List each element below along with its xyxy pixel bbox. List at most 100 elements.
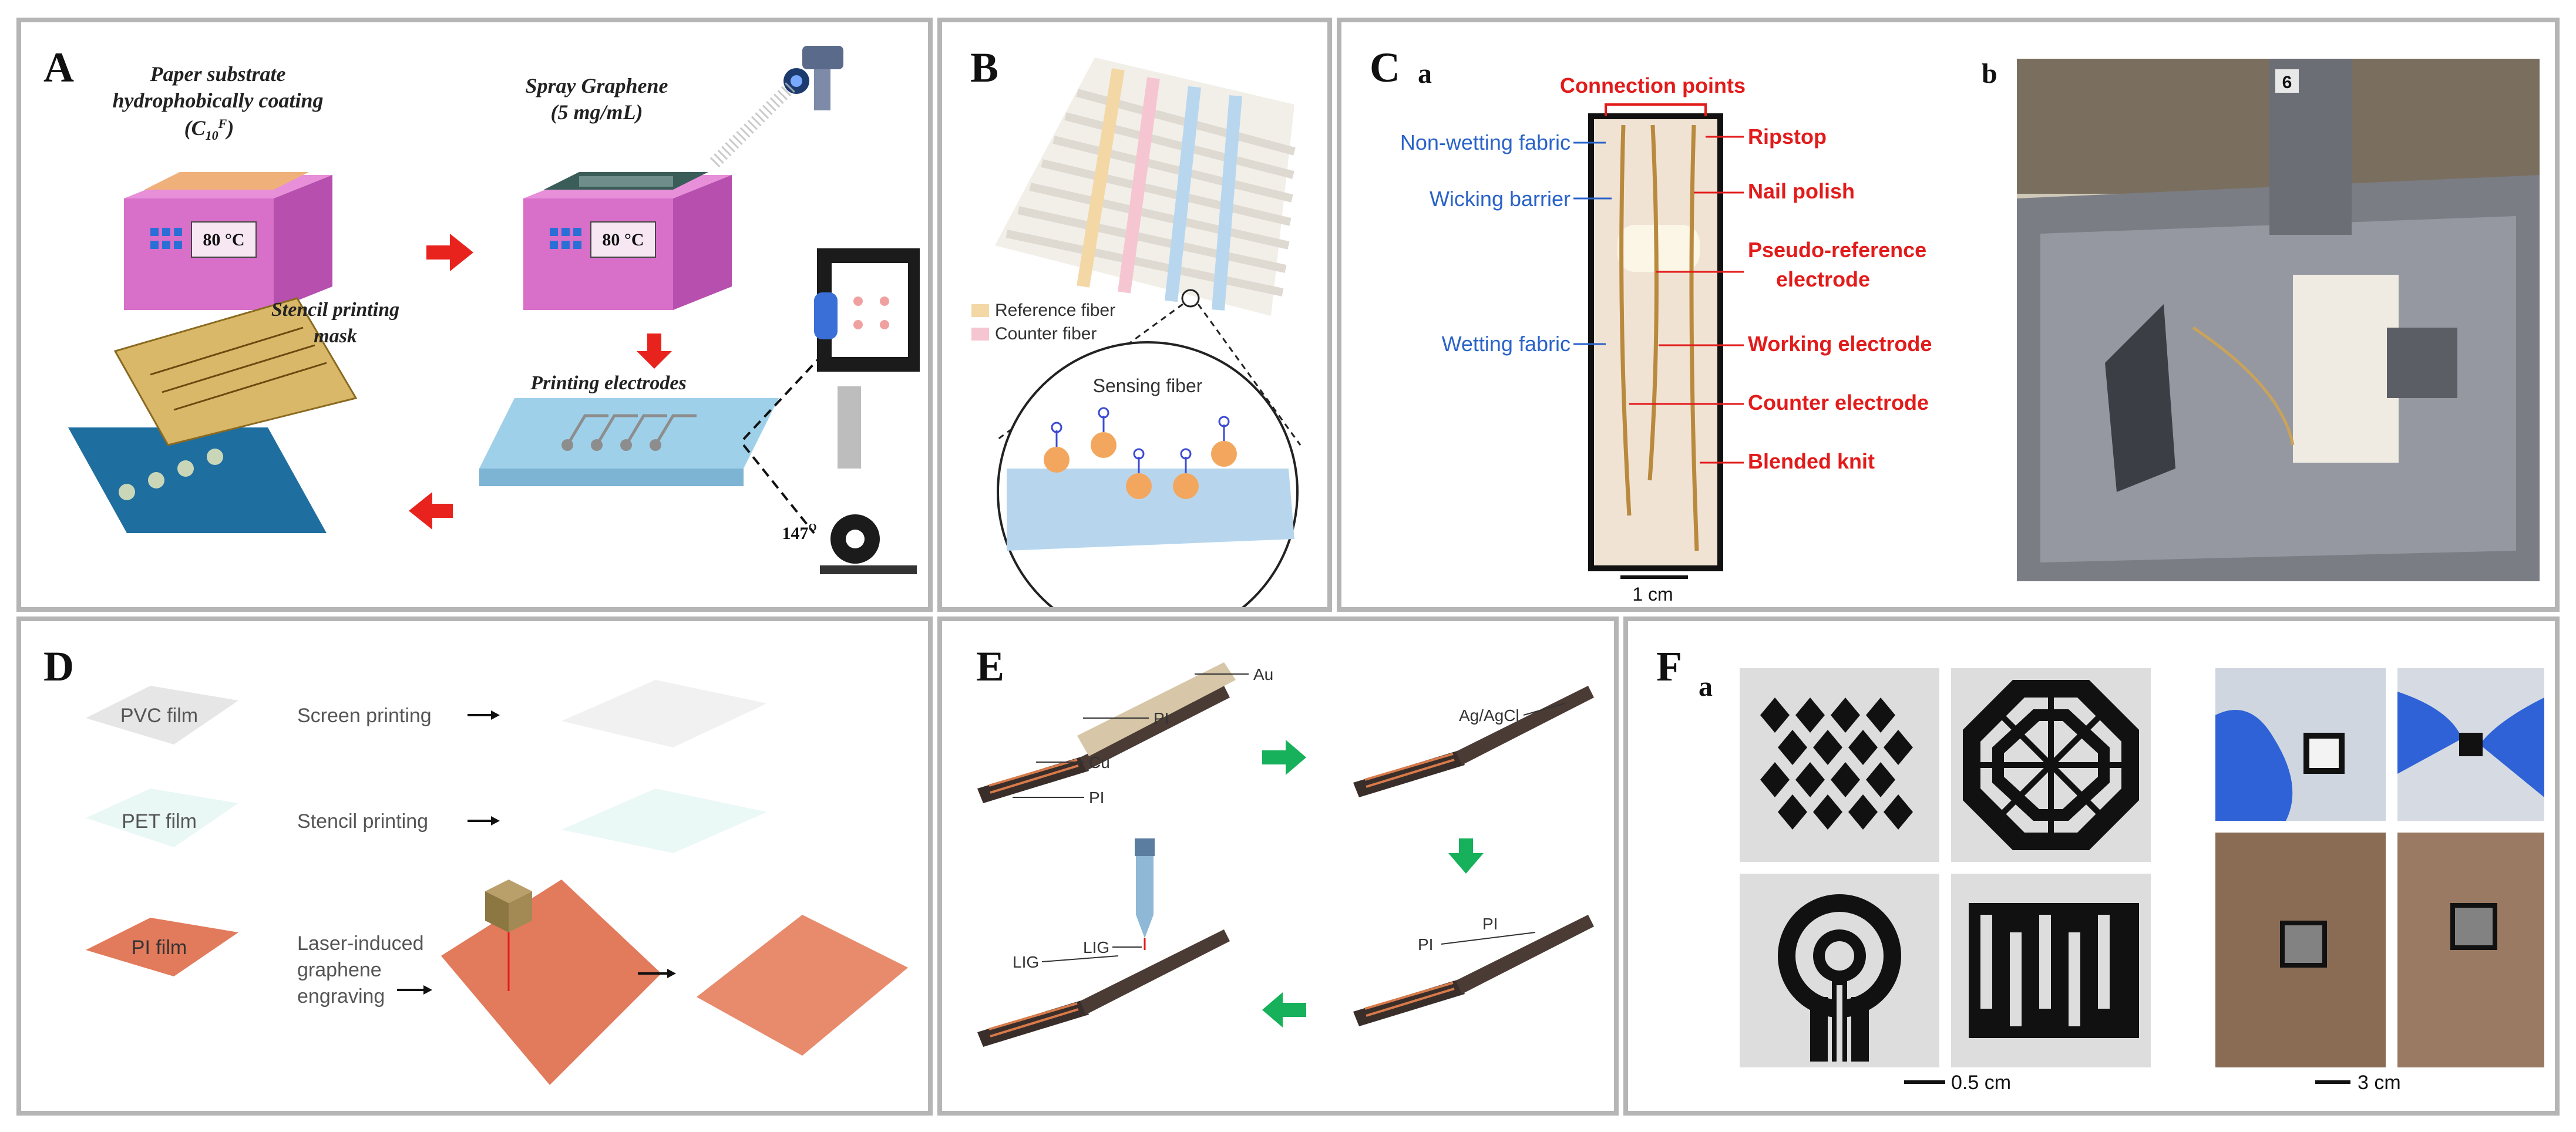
panel-d-label: D	[43, 643, 74, 690]
stencil-label-2: mask	[314, 325, 357, 347]
legend-reference-label: Reference fiber	[995, 301, 1115, 320]
pattern-interdigitated	[1951, 874, 2151, 1067]
panel-c-label: C	[1370, 44, 1400, 91]
machine-digit: 6	[2282, 73, 2292, 92]
arrow-left-1	[409, 492, 453, 530]
laser-label-2: graphene	[297, 959, 382, 981]
pi-label-1: PI	[1154, 709, 1169, 727]
zoom-line-b2	[1197, 304, 1302, 446]
pseudo-ref-label-1: Pseudo-reference	[1748, 238, 1926, 262]
lig-pointer-2	[1041, 955, 1119, 962]
stencil-label-1: Stencil printing	[271, 299, 399, 321]
panel-b-label: B	[970, 44, 999, 91]
zoom-line-2	[742, 444, 815, 534]
panel-d-figure: PVC film Screen printing PET film Stenci…	[86, 680, 908, 1085]
temp-label-1: 80 °C	[203, 230, 244, 250]
electrode-strip-1	[977, 662, 1236, 803]
wicking-barrier-label: Wicking barrier	[1430, 187, 1571, 211]
substrate-title-2: hydrophobically coating	[113, 89, 324, 112]
spray-title-1: Spray Graphene	[525, 74, 668, 97]
electrode-strip-3	[1353, 915, 1594, 1026]
sewing-machine-photo	[2017, 59, 2540, 581]
substrate-title-3: (C10F)	[184, 116, 234, 143]
pet-film-label: PET film	[122, 810, 197, 833]
pi-film-shape	[86, 918, 238, 976]
substrate-title-1: Paper substrate	[149, 62, 285, 86]
photo-skin-2	[2397, 833, 2544, 1067]
pi-label-2: PI	[1089, 789, 1104, 807]
sensing-fiber-label: Sensing fiber	[1093, 375, 1203, 396]
zoom-line-1	[742, 350, 827, 440]
panel-f: F a b	[1623, 616, 2560, 1116]
laser-label-3: engraving	[297, 985, 385, 1008]
non-wetting-label: Non-wetting fabric	[1400, 130, 1571, 154]
panel-f-figure: 0.5 cm 3 cm	[1740, 668, 2544, 1094]
panel-a-figure: 80 °C Paper substrate hydrophobically co…	[68, 46, 920, 580]
cu-label: Cu	[1089, 753, 1110, 771]
nail-polish-label: Nail polish	[1748, 179, 1855, 203]
panel-a-label: A	[43, 44, 74, 91]
fabric-sensor-photo	[1588, 113, 1723, 571]
panel-d: D PVC film Screen printing PET film Sten…	[16, 616, 933, 1116]
heating-device-1	[124, 172, 332, 310]
photo-skin-1	[2215, 833, 2386, 1067]
stencil-printing-label: Stencil printing	[297, 810, 428, 833]
panel-e-label: E	[976, 643, 1005, 690]
pattern-spiderweb	[1951, 668, 2151, 862]
legend-reference-swatch	[971, 304, 989, 317]
pi-film-label: PI film	[132, 936, 187, 959]
electrode-strip-2	[1353, 686, 1594, 797]
arrow-e-down	[1448, 838, 1484, 874]
pvc-electrode-array	[561, 680, 767, 747]
pseudo-ref-label-2: electrode	[1776, 267, 1870, 291]
blended-knit-label: Blended knit	[1748, 449, 1875, 473]
connection-bracket	[1605, 103, 1707, 116]
pet-electrode-array	[561, 789, 767, 853]
pvc-film-shape	[86, 686, 238, 744]
arrow-e-left	[1262, 992, 1306, 1027]
laser-label-1: Laser-induced	[297, 932, 423, 955]
printed-electrodes-sheet	[479, 398, 779, 486]
au-label: Au	[1253, 665, 1273, 683]
pattern-diamond-grid	[1740, 668, 1939, 862]
wetting-fabric-label: Wetting fabric	[1442, 332, 1571, 356]
contact-angle-photo	[814, 248, 920, 580]
panel-b-figure: Reference fiber Counter fiber Sensing fi…	[971, 58, 1302, 607]
arrow-e-right	[1262, 740, 1306, 775]
scale-label-c: 1 cm	[1632, 584, 1673, 605]
photo-glove-twist	[2397, 668, 2544, 821]
pvc-film-label: PVC film	[120, 705, 198, 727]
photo-glove-flat	[2215, 668, 2386, 821]
spray-gun-icon	[709, 46, 843, 168]
panel-a: A 80 °C Paper substrate hydrophobically …	[16, 18, 933, 612]
panel-b: B Reference fiber Counter fiber	[937, 18, 1332, 612]
spray-title-2: (5 mg/mL)	[551, 100, 643, 124]
legend-counter-swatch	[971, 328, 989, 341]
arrowhead-d2	[491, 816, 500, 826]
arrowhead-d1	[491, 710, 500, 720]
panel-c-figure: Connection points Non-wetting fabric Wic…	[1400, 59, 2540, 605]
pattern-keyhole	[1740, 874, 1939, 1067]
working-electrode-label: Working electrode	[1748, 332, 1932, 356]
panel-c-sub-b: b	[1982, 58, 1997, 89]
electrode-strip-4	[977, 929, 1230, 1047]
stencil-mask	[68, 297, 358, 533]
laser-head	[485, 880, 532, 991]
legend-counter-label: Counter fiber	[995, 324, 1097, 343]
connection-points-label: Connection points	[1560, 73, 1746, 97]
pi-film-engraving	[441, 880, 661, 1085]
pi-label-4: PI	[1418, 935, 1433, 954]
arrow-down-1	[637, 333, 672, 369]
panel-f-sub-a: a	[1699, 671, 1713, 702]
panel-c: C a b Connection points Non-wetting fabr…	[1337, 18, 2560, 612]
panel-e-figure: Au PI Cu PI Ag/AgCl PI PI	[977, 662, 1594, 1047]
panel-e: E Au PI Cu PI Ag/AgCl	[937, 616, 1619, 1116]
zoom-spot	[1181, 289, 1200, 308]
counter-electrode-label: Counter electrode	[1748, 390, 1929, 415]
angle-label: 147O	[782, 521, 816, 543]
panel-c-sub-a: a	[1418, 58, 1432, 89]
arrow-right-1	[426, 234, 473, 271]
laser-pen	[1135, 838, 1155, 950]
screen-printing-label: Screen printing	[297, 705, 432, 727]
agagcl-label: Ag/AgCl	[1459, 706, 1519, 725]
